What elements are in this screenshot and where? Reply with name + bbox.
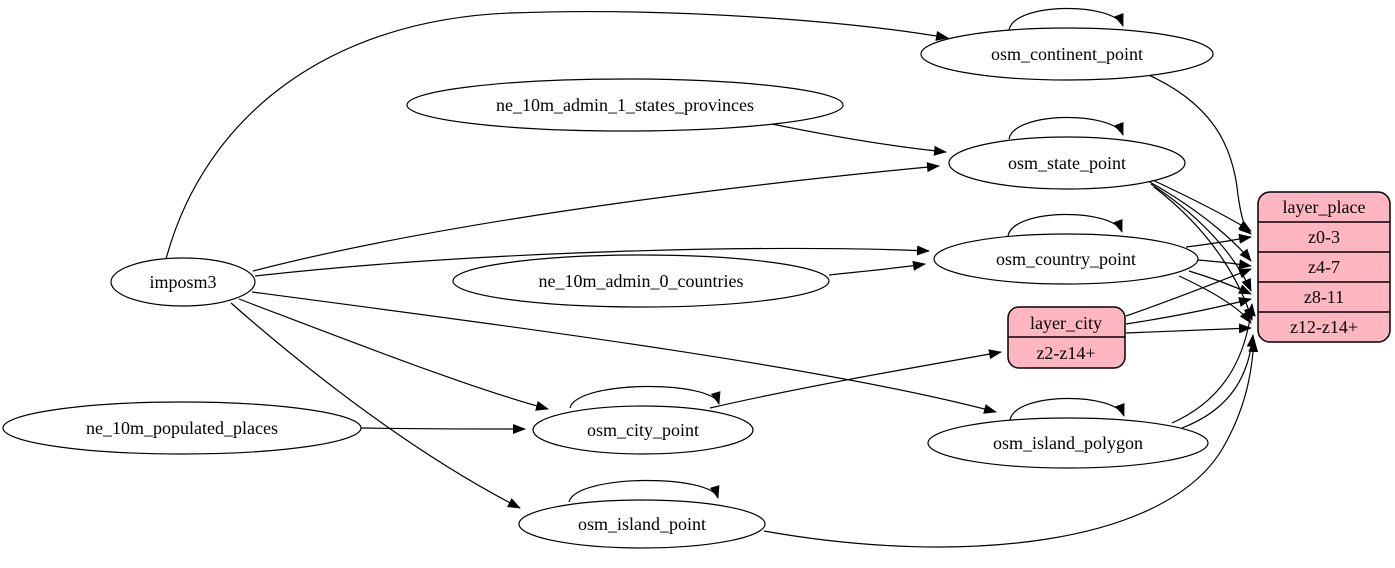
osm_country_point-label: osm_country_point [996, 249, 1136, 269]
self-loop-osm_island_point [568, 479, 720, 503]
self-loop-osm_country_point [1007, 213, 1123, 237]
layer_place-row-z12-z14: z12-z14+ [1290, 317, 1358, 337]
edge-osm_state_point-layer_place-z4-7 [1147, 180, 1252, 262]
edge-osm_state_point-layer_place-z8-11 [1150, 183, 1252, 292]
edge-ne_10m_populated_places-osm_city_point [360, 423, 526, 434]
edge-imposm3-osm_state_point [252, 162, 940, 272]
node-osm_continent_point: osm_continent_point [920, 27, 1214, 81]
edge-imposm3-osm_city_point [238, 298, 549, 411]
self-loop-osm_island_polygon [1009, 397, 1125, 421]
self-loop-osm_city_point [569, 385, 721, 409]
self-loop-osm_state_point [1008, 116, 1124, 140]
edge-imposm3-osm_country_point [254, 245, 930, 277]
osm_state_point-shape [948, 136, 1186, 190]
node-osm_state_point: osm_state_point [948, 136, 1186, 190]
node-layer_city: layer_city z2-z14+ [1007, 306, 1126, 369]
osm_continent_point-shape [920, 27, 1214, 81]
node-osm_island_polygon: osm_island_polygon [927, 417, 1209, 469]
edge-osm_country_point-layer_place-z12-z14 [1178, 275, 1252, 324]
osm_island_polygon-shape [927, 417, 1209, 469]
osm_city_point-shape [532, 405, 754, 455]
osm_island_polygon-label: osm_island_polygon [993, 433, 1143, 453]
layer_city-row-z2-z14: z2-z14+ [1036, 343, 1095, 363]
edge-osm_state_point-layer_place-z0-3 [1143, 175, 1252, 232]
edge-layer_city-layer_place-z12-z14 [1125, 323, 1252, 334]
node-ne_10m_populated_places: ne_10m_populated_places [2, 401, 362, 455]
edges [165, 7, 1259, 548]
layer_city-title: layer_city [1030, 313, 1102, 333]
ne_10m_admin_0_countries-shape [452, 254, 830, 308]
edge-layer_city-layer_place-z4-7 [1125, 268, 1252, 317]
node-osm_country_point: osm_country_point [933, 233, 1199, 285]
edge-osm_country_point-layer_place-z0-3 [1185, 233, 1252, 248]
edge-osm_country_point-layer_place-z8-11 [1188, 270, 1252, 295]
edge-imposm3-osm_island_polygon [251, 291, 997, 414]
ne_10m_populated_places-label: ne_10m_populated_places [86, 418, 278, 438]
edge-osm_country_point-layer_place-z4-7 [1197, 259, 1252, 270]
layer_place-row-z8-11: z8-11 [1304, 287, 1344, 307]
self-loop-osm_continent_point [1008, 7, 1124, 31]
layer_place-row-z0-3: z0-3 [1308, 227, 1340, 247]
edge-osm_island_point-layer_place-z12-z14 [763, 339, 1259, 548]
node-ne_10m_admin_0_countries: ne_10m_admin_0_countries [452, 254, 830, 308]
ne_10m_admin_0_countries-label: ne_10m_admin_0_countries [539, 271, 744, 291]
node-imposm3: imposm3 [110, 257, 256, 307]
node-osm_island_point: osm_island_point [518, 499, 766, 549]
edge-osm_city_point-layer_city-z2-z14 [709, 349, 1002, 409]
layer_place-title: layer_place [1283, 197, 1366, 217]
imposm3-label: imposm3 [149, 272, 216, 292]
node-osm_city_point: osm_city_point [532, 405, 754, 455]
imposm3-shape [110, 257, 256, 307]
node-ne_10m_admin_1_states_provinces: ne_10m_admin_1_states_provinces [406, 78, 844, 132]
node-layer_place: layer_place z0-3 z4-7 z8-11 z12-z14+ [1257, 191, 1391, 343]
osm_state_point-label: osm_state_point [1008, 153, 1126, 173]
edge-imposm3-osm_continent_point [165, 11, 949, 260]
osm_island_point-label: osm_island_point [578, 514, 706, 534]
osm_city_point-label: osm_city_point [587, 420, 699, 440]
ne_10m_admin_1_states_provinces-shape [406, 78, 844, 132]
edge-osm_island_polygon-layer_place-z8-11 [1171, 303, 1256, 424]
edge-ne_10m_admin_0_countries-osm_country_point [828, 260, 926, 276]
osm_country_point-shape [933, 233, 1199, 285]
edge-layer_city-layer_place-z8-11 [1125, 297, 1252, 325]
osm_continent_point-label: osm_continent_point [991, 44, 1143, 64]
osm_island_point-shape [518, 499, 766, 549]
edge-imposm3-osm_island_point [230, 302, 521, 509]
ne_10m_admin_1_states_provinces-label: ne_10m_admin_1_states_provinces [496, 95, 754, 115]
layer_place-shape [1257, 191, 1391, 343]
layer_place-row-z4-7: z4-7 [1308, 257, 1340, 277]
ne_10m_populated_places-shape [2, 401, 362, 455]
edge-ne_10m_admin_1_states_provinces-osm_state_point [771, 123, 947, 156]
